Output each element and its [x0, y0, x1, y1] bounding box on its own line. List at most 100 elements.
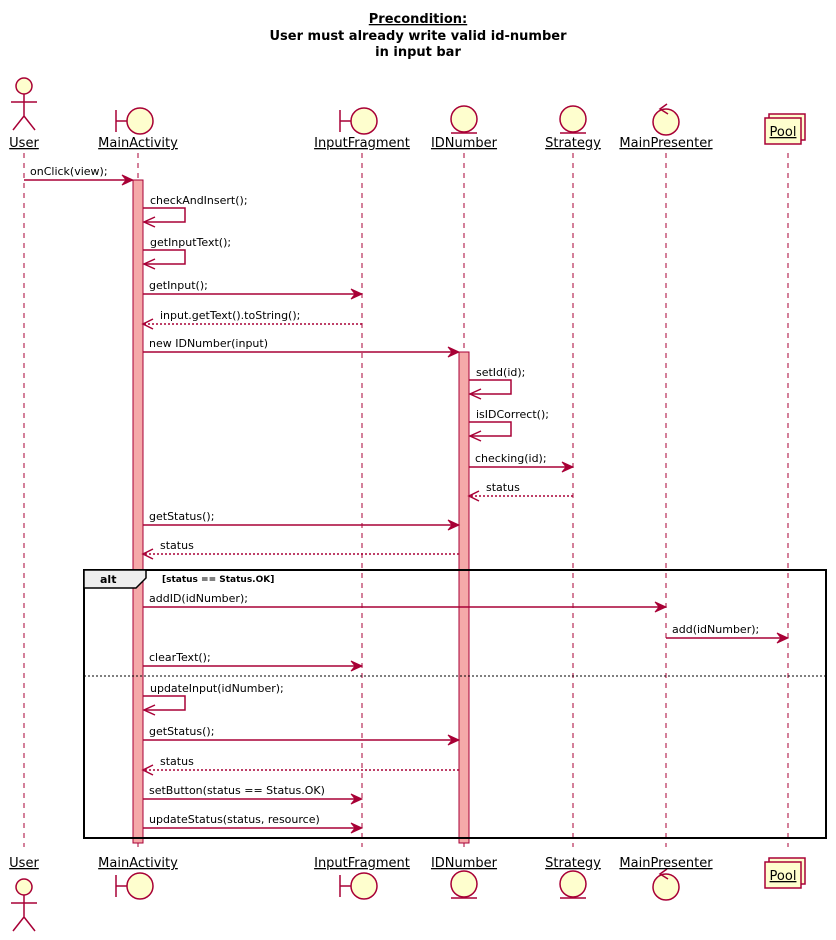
message-label: add(idNumber); — [672, 623, 759, 636]
message-17: status — [141, 755, 459, 776]
message-18: setButton(status == Status.OK) — [143, 784, 364, 805]
arrow-head-icon — [467, 490, 480, 502]
arrow-head-icon — [468, 430, 482, 442]
arrow-head-icon — [142, 704, 156, 716]
participant-label: Strategy — [545, 136, 601, 151]
message-6: setId(id); — [468, 366, 525, 400]
message-5: new IDNumber(input) — [143, 337, 461, 358]
actor-icon — [11, 94, 37, 131]
control-icon — [652, 873, 680, 901]
collections-icon — [764, 117, 802, 145]
self-message-line — [469, 379, 512, 395]
message-label: checkAndInsert(); — [150, 194, 248, 207]
message-label: status — [160, 755, 194, 768]
participant-pool: Pool — [764, 113, 806, 145]
boundary-icon — [126, 107, 154, 135]
entity-icon — [559, 105, 587, 133]
message-11: status — [141, 539, 459, 560]
activation-bars — [132, 179, 470, 844]
arrow-head-icon — [350, 793, 364, 805]
message-15: updateInput(idNumber); — [142, 682, 284, 716]
actor-head-icon — [15, 77, 33, 95]
arrow-head-icon — [447, 519, 461, 531]
message-7: isIDCorrect(); — [468, 408, 549, 442]
self-message-line — [143, 695, 186, 711]
message-label: onClick(view); — [30, 165, 108, 178]
participant-input: InputFragment — [314, 107, 410, 151]
message-label: checking(id); — [475, 452, 547, 465]
message-0: onClick(view); — [24, 165, 135, 186]
arrow-head-icon — [350, 660, 364, 672]
diagram-title: Precondition: User must already write val… — [269, 12, 567, 60]
alt-frame-box — [83, 569, 827, 839]
message-label: addID(idNumber); — [149, 592, 248, 605]
message-label: clearText(); — [149, 651, 211, 664]
control-arrow-icon — [658, 103, 669, 115]
message-12: addID(idNumber); — [143, 592, 668, 613]
arrow-head-icon — [141, 318, 154, 330]
alt-guard: [status == Status.OK] — [162, 575, 274, 585]
self-message-line — [143, 207, 186, 223]
message-16: getStatus(); — [143, 725, 461, 746]
arrow-head-icon — [447, 346, 461, 358]
participant-label: User — [9, 136, 39, 151]
boundary-icon — [350, 107, 378, 135]
entity-icon — [450, 870, 478, 898]
participant-user: User — [9, 856, 39, 932]
message-19: updateStatus(status, resource) — [143, 813, 364, 834]
message-9: status — [467, 481, 573, 502]
control-arrow-icon — [658, 868, 669, 880]
self-message-line — [143, 249, 186, 265]
arrow-head-icon — [141, 764, 154, 776]
participant-label: InputFragment — [314, 136, 410, 151]
arrow-head-icon — [142, 216, 156, 228]
message-label: updateInput(idNumber); — [150, 682, 284, 695]
arrow-head-icon — [654, 601, 668, 613]
message-label: setId(id); — [476, 366, 525, 379]
participant-label: MainPresenter — [619, 856, 713, 871]
arrow-head-icon — [350, 288, 364, 300]
message-label: new IDNumber(input) — [149, 337, 268, 350]
title-line: Precondition: — [369, 12, 467, 27]
message-label: getInput(); — [149, 279, 208, 292]
arrow-head-icon — [447, 734, 461, 746]
self-message-line — [469, 421, 512, 437]
participant-label: Pool — [770, 125, 797, 140]
alt-frame-tab — [83, 569, 147, 589]
message-3: getInput(); — [143, 279, 364, 300]
message-1: checkAndInsert(); — [142, 194, 248, 228]
message-label: status — [486, 481, 520, 494]
participant-label: MainActivity — [98, 136, 178, 151]
arrow-head-icon — [776, 632, 790, 644]
participant-heads: UserUserMainActivityMainActivityInputFra… — [9, 77, 806, 932]
arrow-head-icon — [561, 461, 575, 473]
message-label: getStatus(); — [149, 510, 214, 523]
arrow-head-icon — [350, 822, 364, 834]
collections-icon — [764, 861, 802, 889]
message-label: setButton(status == Status.OK) — [149, 784, 325, 797]
message-label: isIDCorrect(); — [476, 408, 549, 421]
participant-label: IDNumber — [431, 136, 498, 151]
participant-strat: Strategy — [545, 856, 601, 899]
arrow-head-icon — [468, 388, 482, 400]
participant-label: IDNumber — [431, 856, 498, 871]
message-2: getInputText(); — [142, 236, 231, 270]
boundary-icon — [126, 872, 154, 900]
participant-pool: Pool — [764, 857, 806, 889]
participant-label: User — [9, 856, 39, 871]
participant-label: InputFragment — [314, 856, 410, 871]
participant-user: User — [9, 77, 39, 151]
participant-main: MainActivity — [98, 107, 178, 151]
alt-frame: alt[status == Status.OK] — [83, 569, 827, 839]
actor-icon — [11, 895, 37, 932]
entity-icon — [559, 870, 587, 898]
activation-bar-main — [132, 179, 144, 844]
arrow-head-icon — [121, 174, 135, 186]
participant-pres: MainPresenter — [619, 856, 713, 901]
control-icon — [652, 108, 680, 136]
participant-label: Pool — [770, 869, 797, 884]
title-line: User must already write valid id-number — [269, 29, 567, 44]
participant-input: InputFragment — [314, 856, 410, 900]
participant-main: MainActivity — [98, 856, 178, 900]
participant-pres: MainPresenter — [619, 103, 713, 151]
